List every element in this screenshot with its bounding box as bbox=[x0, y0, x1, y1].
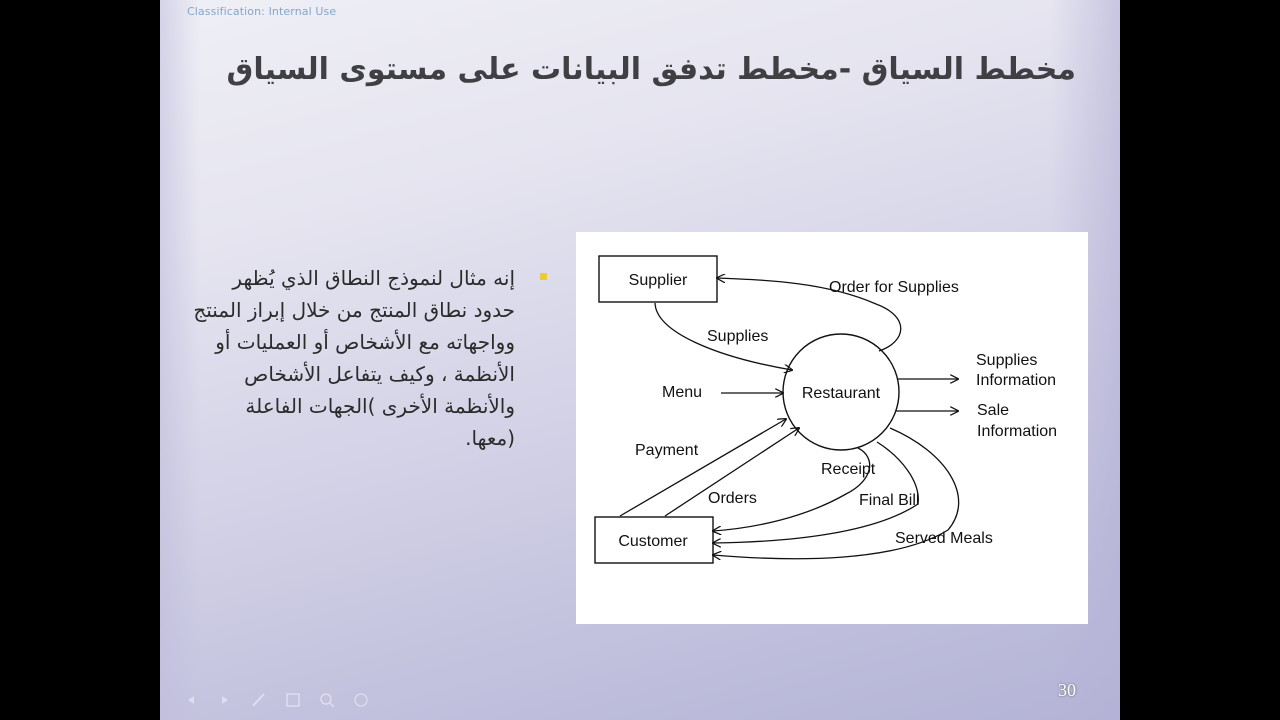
flow-payment bbox=[619, 419, 786, 517]
restaurant-process: Restaurant bbox=[782, 333, 900, 451]
flow-label-sale-information-2: Information bbox=[977, 423, 1057, 440]
customer-entity: Customer bbox=[594, 516, 714, 564]
bullet-text: إنه مثال لنموذج النطاق الذي يُظهر حدود ن… bbox=[193, 266, 515, 450]
previous-icon bbox=[188, 696, 194, 704]
slide-title: مخطط السياق -مخطط تدفق البيانات على مستو… bbox=[226, 52, 1076, 87]
flow-label-menu: Menu bbox=[662, 384, 702, 401]
flow-label-sale-information-1: Sale bbox=[977, 402, 1009, 419]
context-diagram-svg: Supplier Customer Restaurant Order for S… bbox=[594, 255, 1057, 564]
flow-order-for-supplies bbox=[717, 278, 902, 352]
flow-label-supplies-information-1: Supplies bbox=[976, 352, 1037, 369]
next-slide-button[interactable] bbox=[208, 688, 242, 712]
flow-label-order-for-supplies: Order for Supplies bbox=[829, 279, 959, 296]
more-options-button[interactable] bbox=[344, 688, 378, 712]
flow-label-final-bill: Final Bill bbox=[859, 492, 919, 509]
context-diagram: Supplier Customer Restaurant Order for S… bbox=[576, 232, 1088, 624]
see-all-slides-button[interactable] bbox=[276, 688, 310, 712]
slide-number: 30 bbox=[1058, 680, 1076, 700]
restaurant-label: Restaurant bbox=[802, 385, 881, 402]
flow-label-supplies-information-2: Information bbox=[976, 372, 1056, 389]
classification-label: Classification: Internal Use bbox=[187, 5, 337, 18]
flow-served-meals bbox=[713, 427, 960, 559]
next-icon bbox=[222, 696, 228, 704]
supplier-entity: Supplier bbox=[598, 255, 718, 303]
zoom-icon bbox=[320, 693, 335, 708]
previous-slide-button[interactable] bbox=[174, 688, 208, 712]
flow-label-served-meals: Served Meals bbox=[895, 530, 993, 547]
flow-label-orders: Orders bbox=[708, 490, 757, 507]
pen-button[interactable] bbox=[242, 688, 276, 712]
customer-label: Customer bbox=[618, 533, 688, 550]
slides-grid-icon bbox=[286, 693, 300, 707]
flow-supplies bbox=[654, 302, 792, 370]
flow-label-supplies: Supplies bbox=[707, 328, 768, 345]
flow-label-payment: Payment bbox=[635, 442, 699, 459]
bullet-icon bbox=[540, 273, 547, 280]
zoom-button[interactable] bbox=[310, 688, 344, 712]
flow-orders bbox=[664, 428, 799, 517]
supplier-label: Supplier bbox=[629, 272, 688, 289]
slideshow-nav-controls bbox=[174, 688, 378, 712]
flow-receipt bbox=[713, 447, 871, 531]
flow-label-receipt: Receipt bbox=[821, 461, 876, 478]
pen-icon bbox=[252, 693, 265, 707]
bullet-body: إنه مثال لنموذج النطاق الذي يُظهر حدود ن… bbox=[190, 262, 560, 454]
presentation-slide: Classification: Internal Use مخطط السياق… bbox=[160, 0, 1120, 720]
flow-final-bill bbox=[713, 441, 919, 543]
more-icon bbox=[354, 693, 368, 707]
